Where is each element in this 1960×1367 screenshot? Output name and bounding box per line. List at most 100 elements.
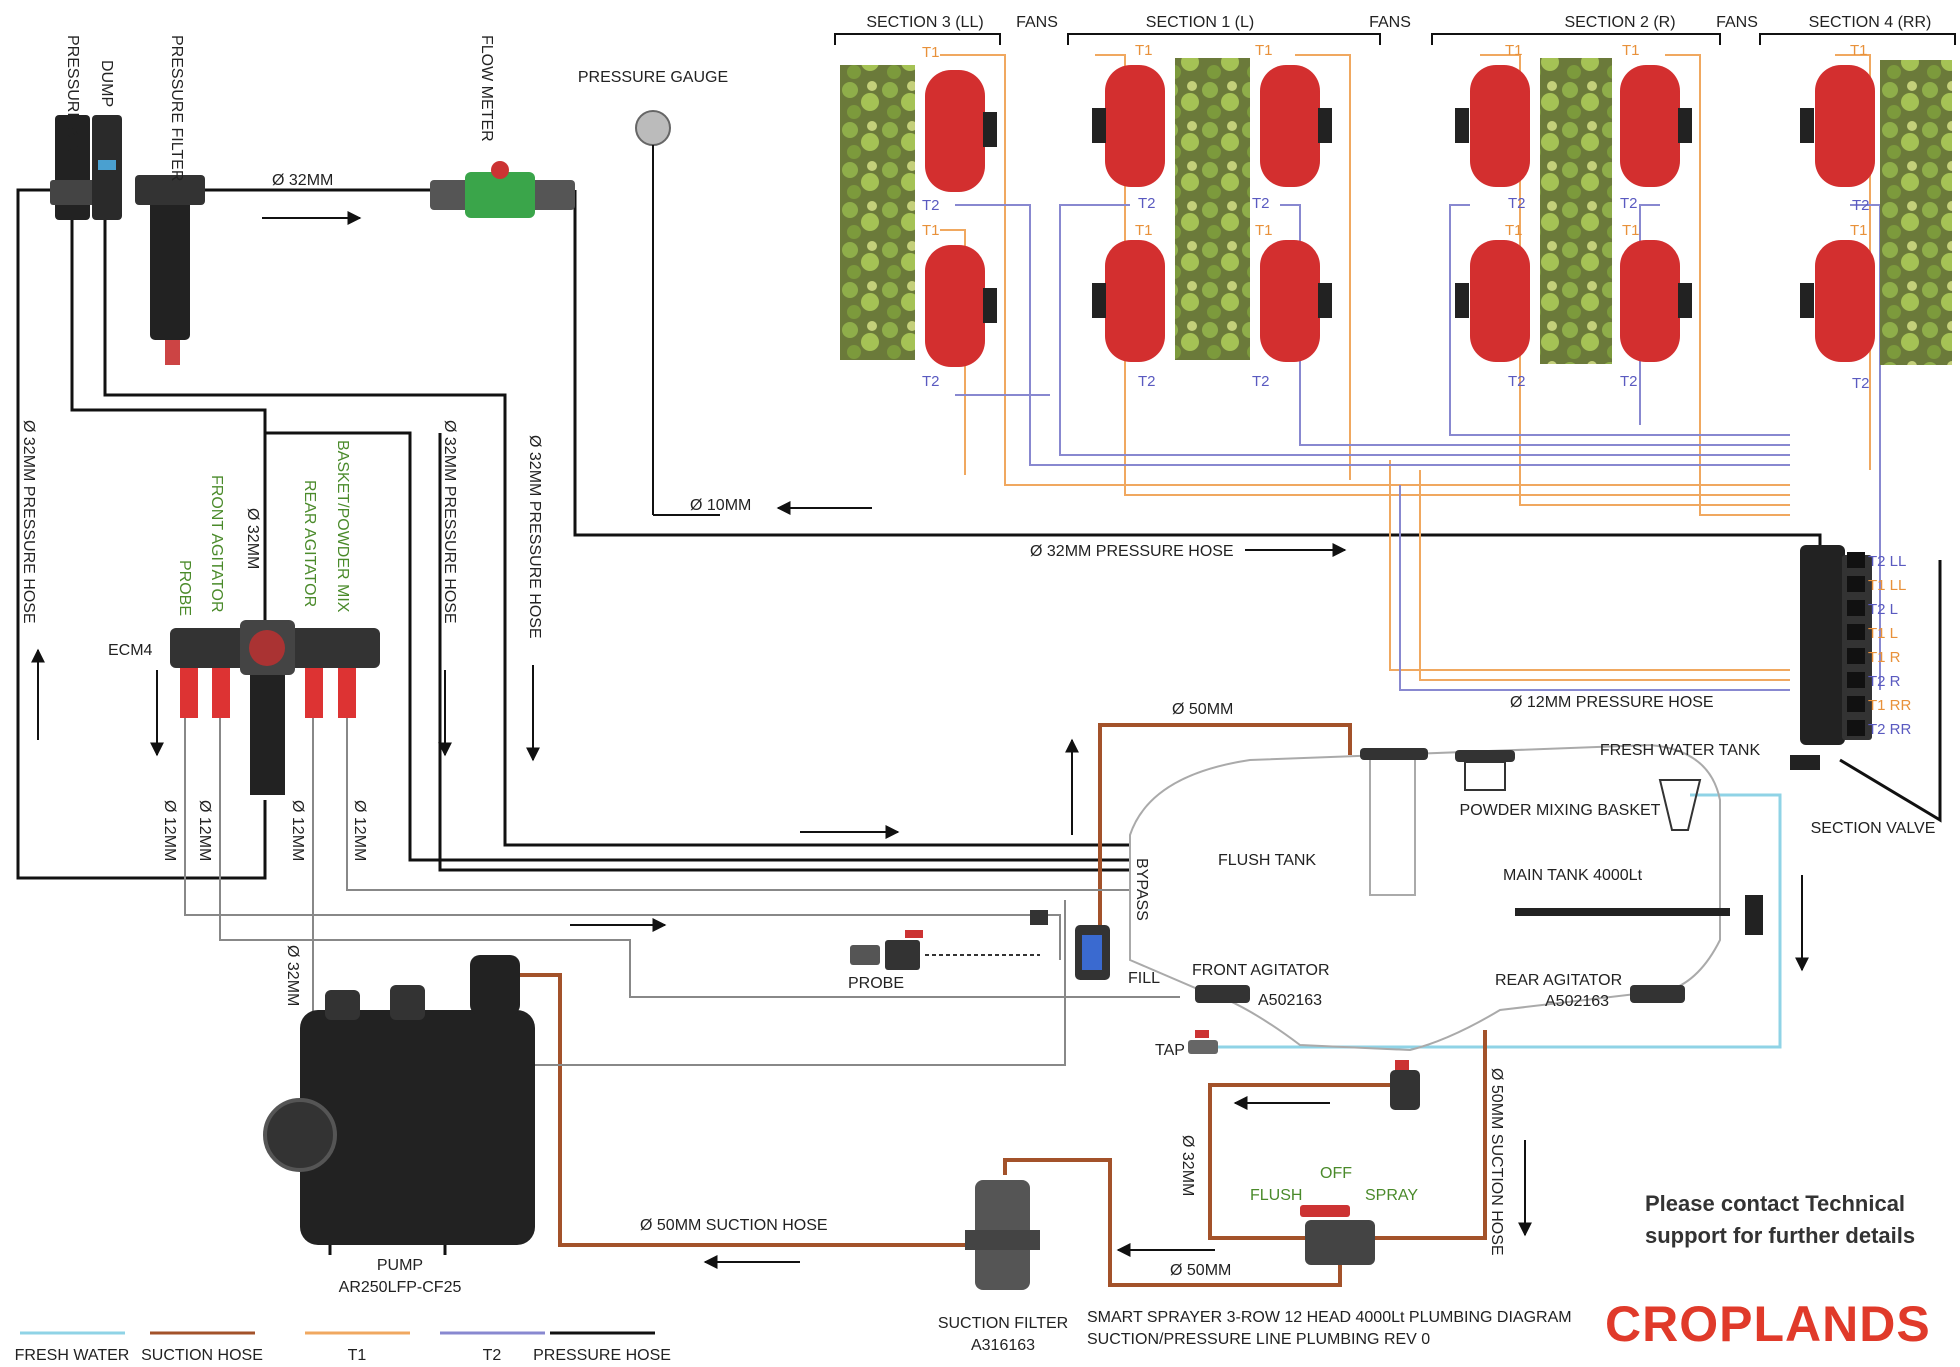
pump-model-label: AR250LFP-CF25 — [339, 1279, 462, 1296]
svg-text:T2: T2 — [1508, 195, 1526, 212]
front-agitator-valve-handle — [212, 668, 230, 718]
svg-text:T1: T1 — [1505, 42, 1523, 59]
basket-valve-label: BASKET/POWDER MIX — [334, 440, 351, 613]
section-outlet-port — [1847, 672, 1865, 688]
svg-text:T2: T2 — [1138, 373, 1156, 390]
front-agitator-part: A502163 — [1258, 992, 1322, 1009]
powder-basket-label: POWDER MIXING BASKET — [1460, 802, 1661, 819]
hose-32mm-top: Ø 32MM — [272, 172, 333, 189]
hose-32mm-flush: Ø 32MM — [1179, 1135, 1196, 1196]
section-labels: SECTION 3 (LL) SECTION 1 (L) SECTION 2 (… — [866, 14, 1931, 31]
rear-agitator-valve-label: REAR AGITATOR — [301, 480, 318, 607]
fill-filter — [1075, 925, 1110, 980]
basket-valve-handle — [338, 668, 356, 718]
svg-text:T2: T2 — [1138, 195, 1156, 212]
fan-1l-top — [1092, 65, 1165, 187]
pressure-adj-label: PRESSURE ADJ. — [64, 35, 81, 161]
pump-label: PUMP — [377, 1257, 423, 1274]
section-outlet-label: T2 L — [1868, 601, 1898, 618]
pressure-filter-label: PRESSURE FILTER — [168, 35, 185, 181]
pressure-filter — [135, 175, 205, 365]
fans-label-1: FANS — [1016, 14, 1058, 31]
flush-tank-outlet — [1390, 1060, 1420, 1110]
fresh-water-tank-label: FRESH WATER TANK — [1600, 742, 1761, 759]
fan-1r-top — [1260, 65, 1332, 187]
tap[interactable] — [1188, 1030, 1218, 1054]
front-agitator-valve-label: FRONT AGITATOR — [208, 475, 225, 613]
suction-filter-label: SUCTION FILTER — [938, 1315, 1068, 1332]
fresh-water-tank — [1660, 780, 1700, 830]
legend-label: PRESSURE HOSE — [533, 1347, 671, 1364]
pressure-gauge — [636, 111, 720, 515]
fan-terminal-labels: T1 T1 T1 T1 T1 T1 T1 T1 T1 T1 T1 T1 T2 T… — [922, 42, 1870, 392]
flush-tank-lid — [1360, 748, 1428, 760]
hose-32mm-ecm: Ø 32MM — [244, 508, 261, 569]
section-1-label: SECTION 1 (L) — [1146, 14, 1254, 31]
powder-mixing-basket — [1455, 750, 1515, 790]
svg-text:T2: T2 — [1508, 373, 1526, 390]
fan-2r-bottom — [1620, 240, 1692, 362]
rear-agitator-rod — [1515, 895, 1763, 935]
section-outlet-port — [1847, 552, 1865, 568]
section-outlet-label: T2 LL — [1868, 553, 1906, 570]
top-left-labels: PRESSURE ADJ. DUMP PRESSURE FILTER FLOW … — [64, 35, 728, 181]
suction-filter-part: A316163 — [971, 1337, 1035, 1354]
svg-text:T1: T1 — [1135, 222, 1153, 239]
rear-agitator — [1630, 985, 1685, 1003]
fill-label: FILL — [1128, 970, 1160, 987]
hose-12mm-a: Ø 12MM — [161, 800, 178, 861]
t1-lines — [940, 55, 1870, 680]
section-outlet-label: T1 R — [1868, 649, 1901, 666]
fan-4-bottom — [1800, 240, 1875, 362]
fans — [925, 65, 1875, 367]
fans-label-2: FANS — [1369, 14, 1411, 31]
hose-12mm-c: Ø 12MM — [289, 800, 306, 861]
section-outlet-port — [1847, 720, 1865, 736]
hose-32mm-mid1: Ø 32MM PRESSURE HOSE — [441, 420, 458, 624]
front-agitator-label: FRONT AGITATOR — [1192, 962, 1330, 979]
hose-50mm-top: Ø 50MM — [1172, 701, 1233, 718]
off-label: OFF — [1320, 1165, 1352, 1182]
svg-text:T2: T2 — [1620, 373, 1638, 390]
section-valve-label: SECTION VALVE — [1811, 820, 1936, 837]
spray-label: SPRAY — [1365, 1187, 1418, 1204]
svg-text:T1: T1 — [922, 222, 940, 239]
flush-label: FLUSH — [1250, 1187, 1302, 1204]
contact-note: Please contact Technical support for fur… — [1645, 1188, 1955, 1252]
section-3-label: SECTION 3 (LL) — [866, 14, 983, 31]
flow-meter-label: FLOW METER — [478, 35, 495, 142]
hose-12mm-b: Ø 12MM — [196, 800, 213, 861]
rear-agitator-label: REAR AGITATOR — [1495, 972, 1622, 989]
front-agitator — [1195, 985, 1250, 1003]
fresh-water-line — [1200, 795, 1780, 1047]
legend-label: T1 — [348, 1347, 367, 1364]
legend-label: FRESH WATER — [15, 1347, 130, 1364]
fan-3-top — [925, 70, 997, 192]
svg-text:T1: T1 — [1622, 222, 1640, 239]
dump-valve[interactable] — [92, 115, 122, 220]
section-4-label: SECTION 4 (RR) — [1809, 14, 1932, 31]
svg-text:T2: T2 — [922, 197, 940, 214]
section-outlet-label: T2 RR — [1868, 721, 1912, 738]
contact-line-2: support for further details — [1645, 1220, 1955, 1252]
fan-1l-bottom — [1092, 240, 1165, 362]
svg-text:T2: T2 — [1620, 195, 1638, 212]
vine-row-3 — [1540, 58, 1612, 364]
rear-agitator-part: A502163 — [1545, 993, 1609, 1010]
section-outlet-port — [1847, 696, 1865, 712]
flush-spray-valve[interactable] — [1300, 1205, 1375, 1265]
croplands-logo: CROPLANDS — [1605, 1295, 1931, 1353]
ecm4-label: ECM4 — [108, 642, 153, 659]
svg-text:T1: T1 — [1622, 42, 1640, 59]
section-brackets — [835, 34, 1955, 45]
fan-2r-top — [1620, 65, 1692, 187]
bypass-label: BYPASS — [1133, 858, 1150, 921]
fan-3-bottom — [925, 245, 997, 367]
dump-label: DUMP — [98, 60, 115, 107]
probe-valve-handle — [180, 668, 198, 718]
section-outlet-port — [1847, 600, 1865, 616]
fan-2l-top — [1455, 65, 1530, 187]
fan-2l-bottom — [1455, 240, 1530, 362]
title-block: SMART SPRAYER 3-ROW 12 HEAD 4000Lt PLUMB… — [1087, 1309, 1572, 1348]
main-tank — [1130, 745, 1720, 1050]
